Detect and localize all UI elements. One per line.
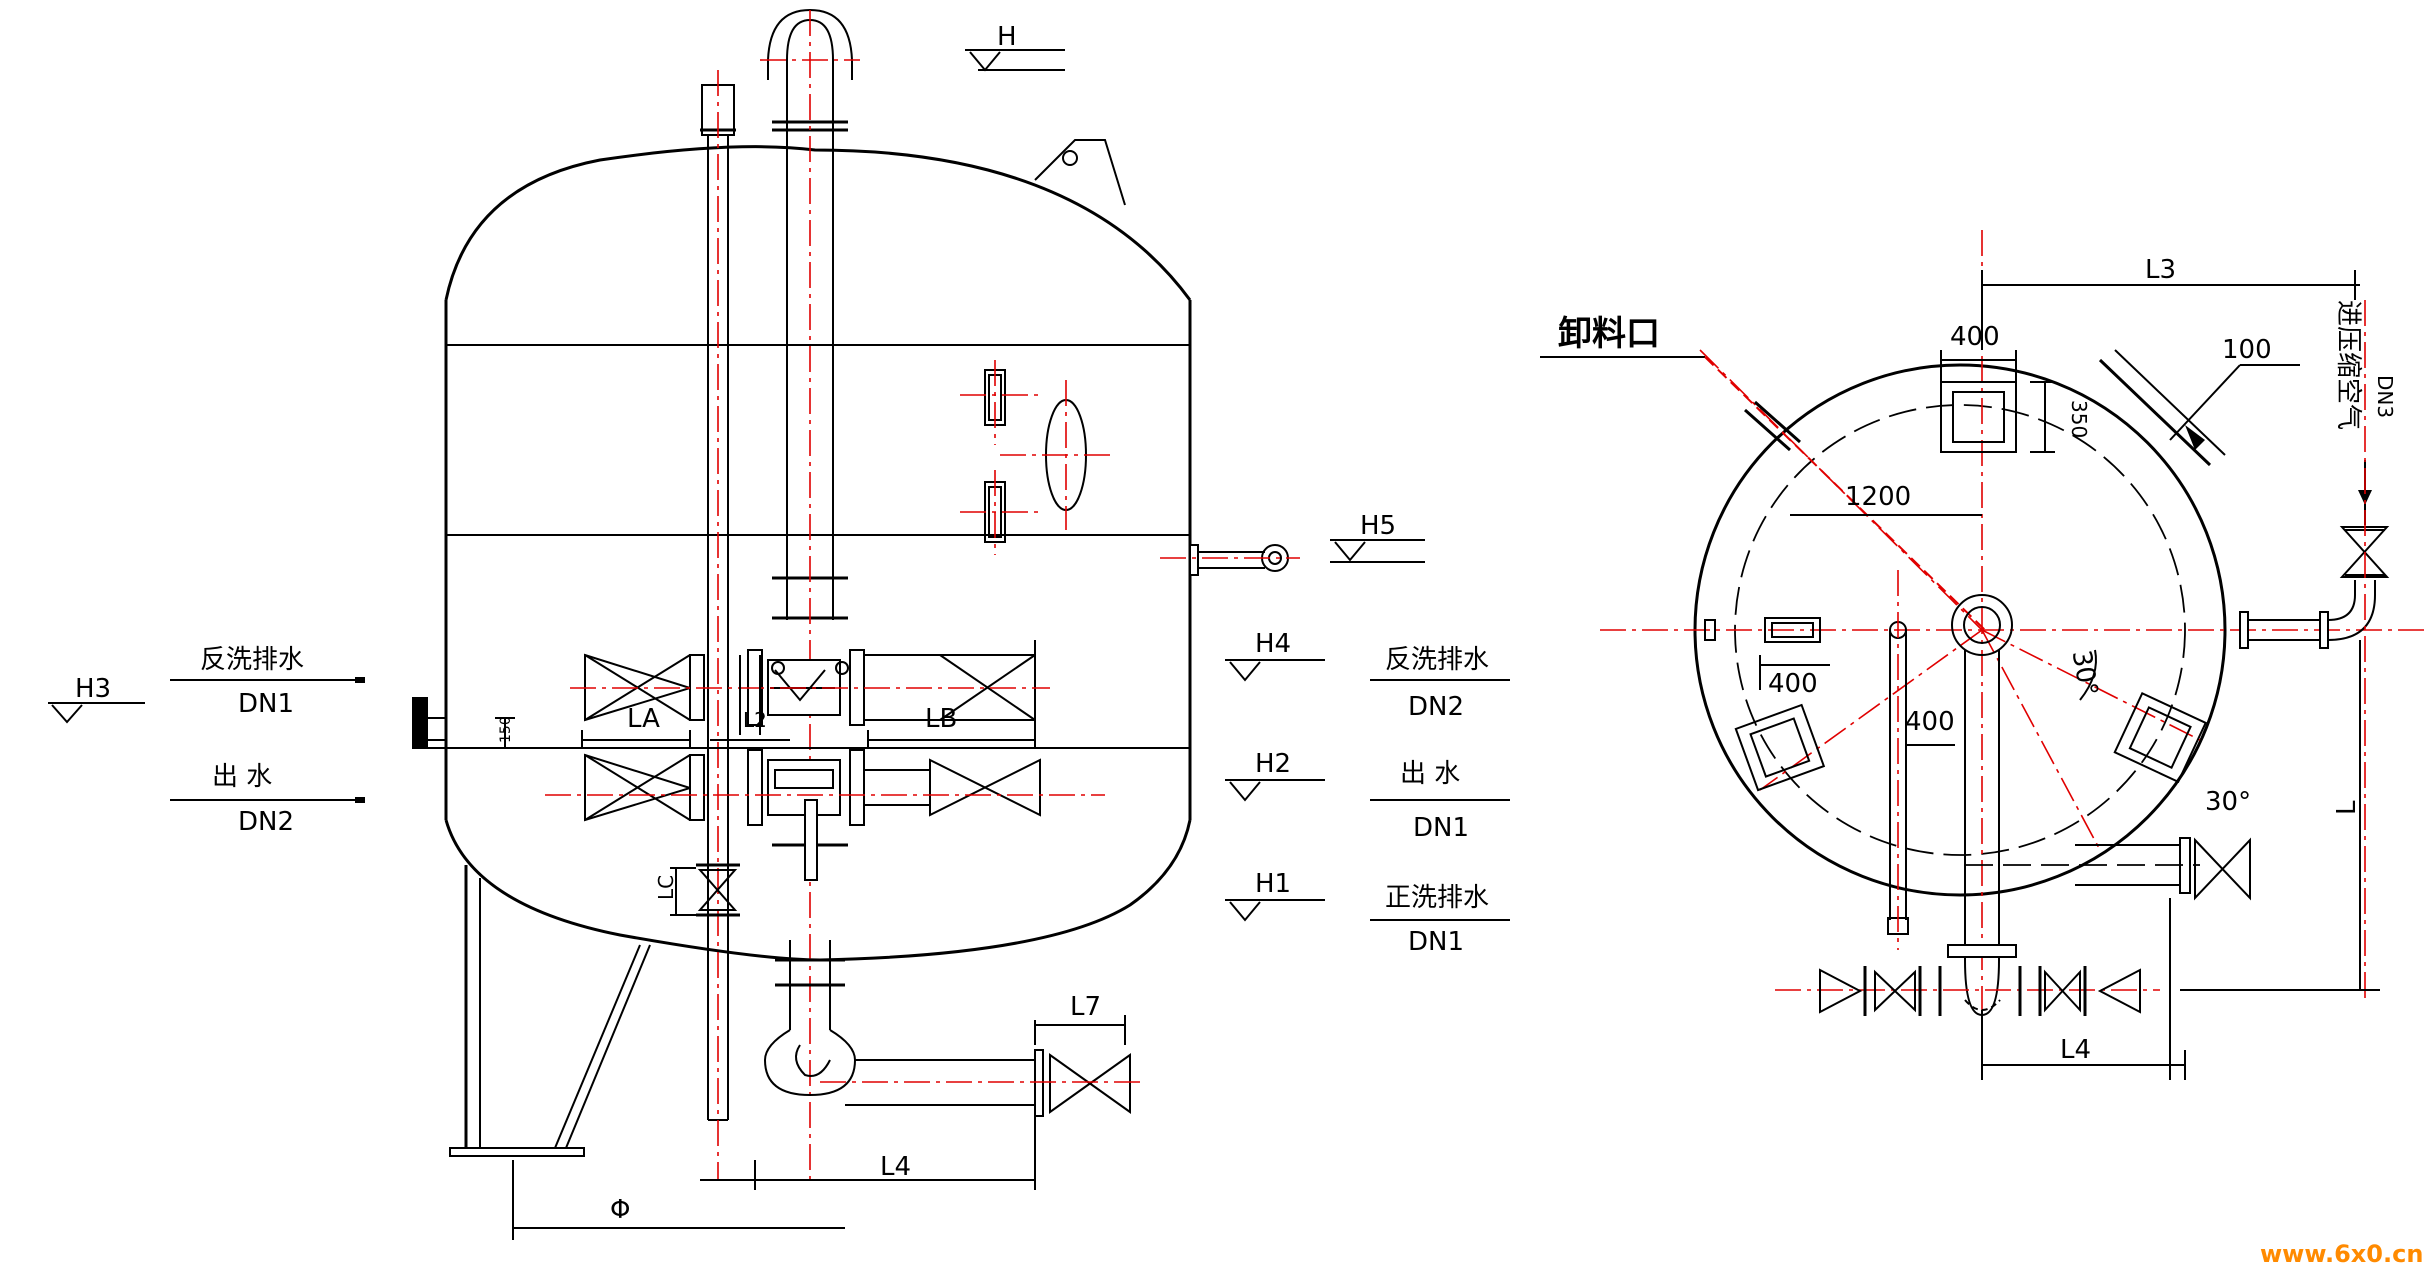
level-h3: H3 [48,674,145,724]
dim-150: 150 [498,716,514,743]
dim-lc: LC [654,875,678,900]
level-h4-label: H4 [1255,629,1291,659]
air-pipe [700,70,736,1180]
discharge-port-label: 卸料口 [1558,314,1660,354]
dim-phi: Φ [610,1195,630,1225]
outlet-right-dn: DN1 [1413,813,1469,843]
top-manhole: 400 350 [1940,322,2091,453]
level-h4: H4 [1225,629,1325,682]
dim-350: 350 [2067,400,2091,438]
air-inlet: 进压缩空气 DN3 [2239,300,2397,1000]
angle-arc [2079,649,2097,701]
angled-manholes [1734,691,2207,792]
h3-nozzle [412,697,1190,749]
dim-l-label: L [2332,800,2362,815]
dim-l4-plan-label: L4 [2060,1035,2091,1065]
level-h5: H5 [1330,511,1425,563]
level-h2: H2 [1225,749,1325,802]
compressed-air-dn: DN3 [2373,375,2397,418]
watermark: www.6x0.cn [2260,1240,2423,1268]
compressed-air-label: 进压缩空气 [2333,300,2363,430]
backwash-drain-left: 反洗排水 [200,645,304,675]
h5-nozzle [1160,544,1300,576]
plan-air-pipe: 400 [1887,570,1955,950]
dim-l: L [2332,640,2380,991]
discharge-port: 卸料口 [1540,314,1986,631]
nozzle-100: 100 [2098,335,2300,467]
dim-100: 100 [2222,335,2272,365]
lc-valve [696,863,740,917]
dim-l3: L3 [1981,255,2360,350]
dim-l2: L2 [743,708,767,732]
forward-drain-right: 正洗排水 [1385,883,1489,913]
backwash-drain-left-dn: DN1 [238,689,294,719]
plan-bottom-valves [1775,966,2160,1016]
outlet-right: 出 水 [1400,759,1460,789]
backwash-drain-right: 反洗排水 [1385,645,1489,675]
dim-400-top: 400 [1950,322,2000,352]
dim-400-left: 400 [1768,669,1818,699]
support-legs [449,865,651,1157]
level-h2-label: H2 [1255,749,1291,779]
plan-right-valve [1965,837,2380,1080]
dim-la: LA [627,704,660,734]
central-pipe [760,8,860,1180]
dim-400-mid: 400 [1905,707,1955,737]
backwash-drain-right-dn: DN2 [1408,692,1464,722]
sight-glasses [960,360,1110,555]
upper-valve-row [570,640,1050,735]
left-labels: 反洗排水 DN1 出 水 DN2 [170,645,365,837]
level-h-label: H [997,22,1017,52]
dim-l3-label: L3 [2145,255,2176,285]
level-h1: H1 [1225,869,1325,922]
front-view: H H5 H4 H2 H1 [48,8,1510,1240]
dim-l7: L7 [1070,992,1101,1022]
top-lug [1034,139,1126,206]
level-h3-label: H3 [75,674,111,704]
plan-central-pipe [1947,594,2017,1017]
level-h5-label: H5 [1360,511,1396,541]
level-h: H [965,22,1065,72]
dim-l4-plan: L4 [1981,1010,2186,1080]
level-h1-label: H1 [1255,869,1291,899]
dim-1200: 1200 [1790,482,1982,516]
left-manhole: 400 [1704,617,1830,699]
outlet-left: 出 水 [212,762,272,792]
outlet-left-dn: DN2 [238,807,294,837]
right-labels: 反洗排水 DN2 出 水 DN1 正洗排水 DN1 [1370,645,1510,957]
plan-view: 卸料口 400 350 1200 400 [1540,230,2425,1080]
forward-drain-right-dn: DN1 [1408,927,1464,957]
dim-lb: LB [925,704,957,734]
dim-la-lb [581,655,1036,748]
lower-valve-row [545,749,1105,881]
angle-outer: 30° [2205,787,2251,817]
dim-l4-front: L4 [880,1152,911,1182]
lower-pipe [763,940,1140,1117]
dim-1200-label: 1200 [1845,482,1911,512]
angle-inner: 30° [2066,648,2104,699]
dim-bottom [512,867,1126,1240]
